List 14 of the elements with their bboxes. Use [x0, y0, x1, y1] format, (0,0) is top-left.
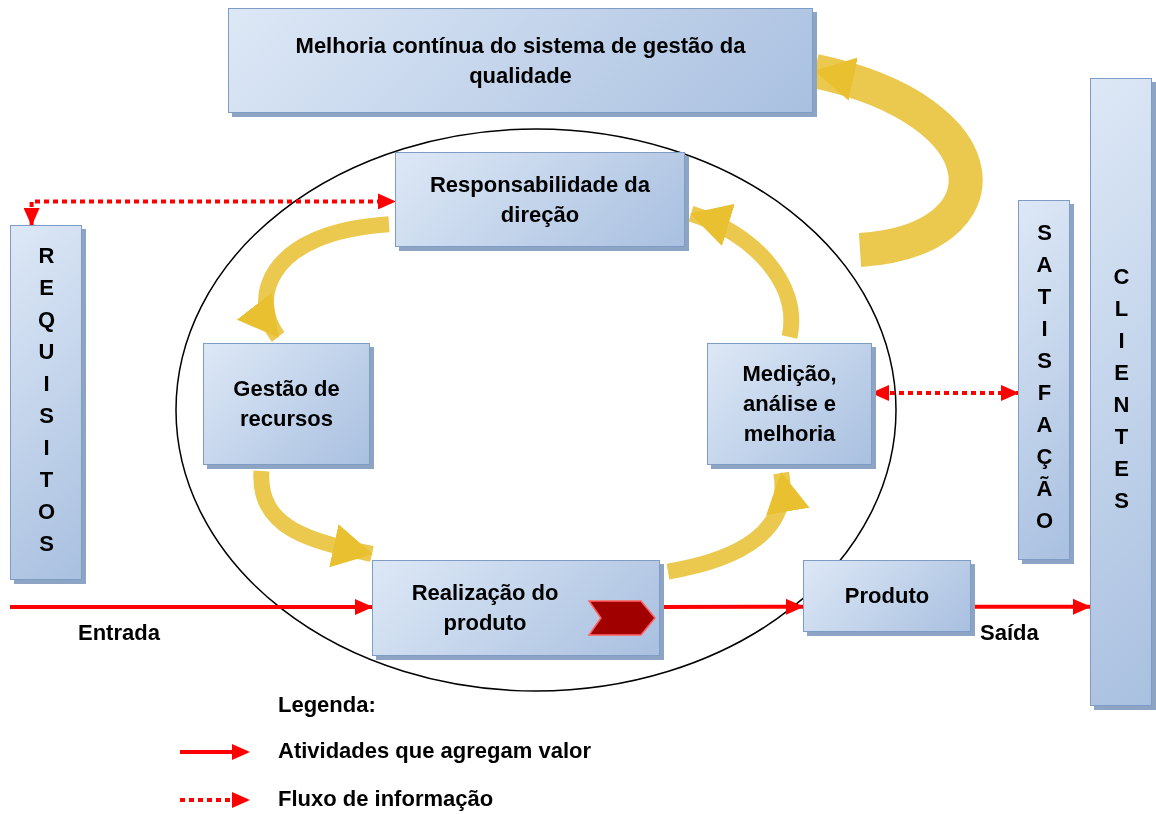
vertical-label: SATISFAÇÃO	[1031, 220, 1058, 540]
box-label: Responsabilidade da direção	[428, 170, 652, 229]
box-label: Produto	[844, 582, 930, 610]
box-label: Gestão de recursos	[232, 375, 341, 433]
box-label: Melhoria contínua do sistema de gestão da qualidade	[294, 31, 747, 90]
curved-arrow	[688, 205, 800, 339]
dotted-arrow	[23, 193, 396, 226]
arrow	[10, 599, 373, 616]
box-label: Medição, análise e melhoria	[741, 360, 838, 448]
box-label: Realização do produto	[410, 579, 560, 637]
curved-arrow	[238, 216, 390, 342]
vertical-label: CLIENTES	[1108, 264, 1135, 520]
vertical-label: REQUISITOS	[33, 242, 60, 563]
curved-arrow	[666, 472, 807, 580]
